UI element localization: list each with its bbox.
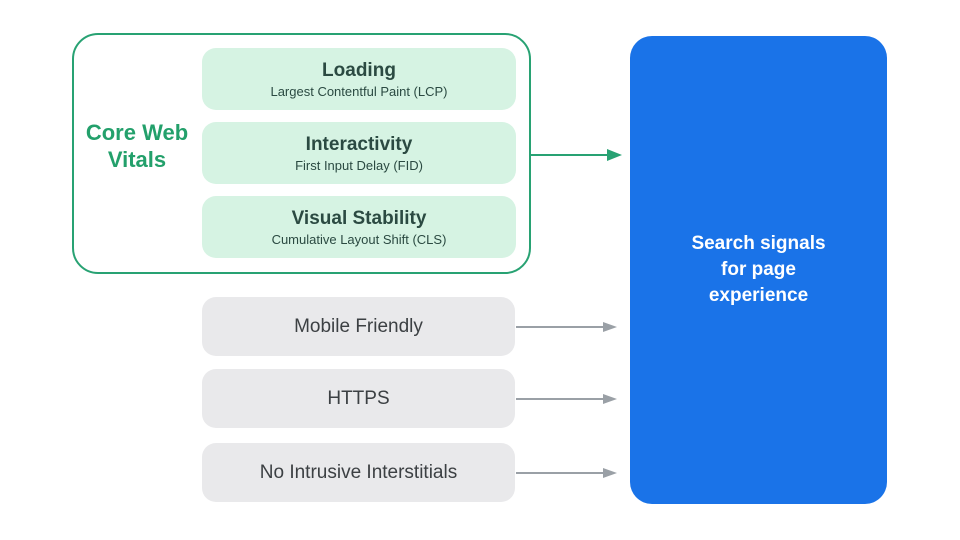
core-web-vitals-label: Core Web Vitals — [85, 120, 189, 172]
metric-title: Visual Stability — [291, 207, 427, 229]
search-signals-box: Search signals for page experience — [630, 36, 887, 504]
metric-pill-loading: Loading Largest Contentful Paint (LCP) — [202, 48, 516, 110]
metric-subtitle: Largest Contentful Paint (LCP) — [270, 83, 448, 99]
metric-title: Interactivity — [305, 133, 413, 155]
green-arrow-icon — [531, 146, 623, 164]
signal-pill-https: HTTPS — [202, 369, 515, 428]
metric-title: Loading — [322, 59, 396, 81]
metric-subtitle: First Input Delay (FID) — [295, 157, 423, 173]
gray-arrow-icon-https — [516, 390, 618, 408]
metric-pill-interactivity: Interactivity First Input Delay (FID) — [202, 122, 516, 184]
gray-arrow-icon-interstitials — [516, 464, 618, 482]
search-signals-label: Search signals for page experience — [691, 233, 826, 306]
metric-subtitle: Cumulative Layout Shift (CLS) — [271, 231, 447, 247]
gray-arrow-icon-mobile-friendly — [516, 318, 618, 336]
metric-pill-visual-stability: Visual Stability Cumulative Layout Shift… — [202, 196, 516, 258]
signal-pill-mobile-friendly: Mobile Friendly — [202, 297, 515, 356]
signal-pill-no-intrusive-interstitials: No Intrusive Interstitials — [202, 443, 515, 502]
